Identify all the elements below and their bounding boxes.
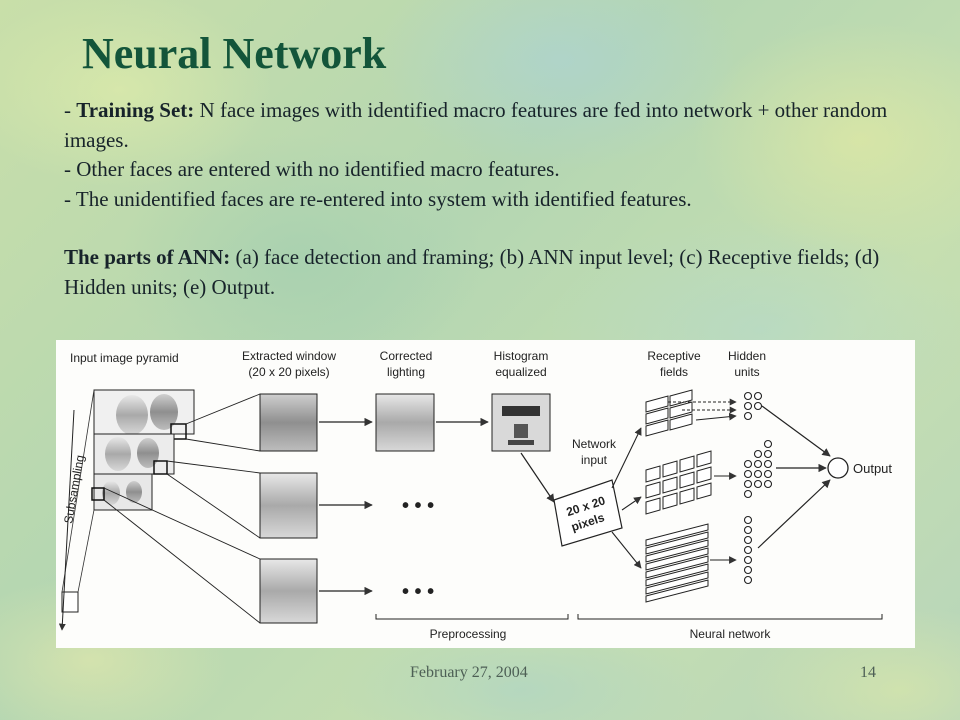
ann-pipeline-diagram: Input image pyramid Extracted window (20… bbox=[58, 349, 892, 641]
footer-page-number: 14 bbox=[860, 664, 876, 681]
ann-parts-paragraph: The parts of ANN: (a) face detection and… bbox=[64, 243, 924, 302]
footer-date: February 27, 2004 bbox=[410, 664, 528, 681]
ann-pipeline-figure: Input image pyramid Extracted window (20… bbox=[56, 340, 915, 648]
scan-window bbox=[91, 487, 105, 501]
bullet-dash: - bbox=[64, 186, 76, 211]
label-input: input bbox=[581, 453, 608, 467]
label-corrected: Corrected bbox=[380, 349, 433, 363]
face-icon bbox=[102, 481, 120, 505]
dashed-connections bbox=[668, 398, 737, 414]
eyes-band bbox=[502, 406, 540, 416]
label-extracted-window-size: (20 x 20 pixels) bbox=[248, 365, 329, 379]
output-node bbox=[827, 457, 849, 479]
receptive-fields-middle bbox=[645, 450, 712, 515]
arrow bbox=[611, 531, 642, 569]
face-icon bbox=[105, 437, 131, 471]
arrow bbox=[611, 427, 642, 489]
projection-lines bbox=[103, 393, 261, 624]
face-icon bbox=[137, 438, 159, 468]
scan-window bbox=[170, 423, 187, 440]
preprocessing-bracket bbox=[375, 614, 569, 620]
ann-parts-text: (a) face detection and framing; (b) ANN … bbox=[64, 245, 880, 299]
network-input-plane bbox=[553, 479, 623, 547]
label-output: Output bbox=[853, 461, 892, 476]
bullet-reentered: - The unidentified faces are re-entered … bbox=[64, 185, 924, 215]
label-hidden: Hidden bbox=[728, 349, 766, 363]
receptive-fields-top bbox=[645, 389, 693, 437]
corrected-lighting-window bbox=[375, 393, 435, 452]
label-subsampling: Subsampling bbox=[61, 454, 87, 525]
label-equalized: equalized bbox=[495, 365, 546, 379]
pyramid-level-smallest bbox=[61, 591, 79, 613]
arrow-to-output bbox=[757, 479, 831, 549]
label-extracted-window: Extracted window bbox=[242, 349, 336, 363]
arrow bbox=[621, 496, 642, 511]
extracted-window-2 bbox=[259, 472, 318, 539]
arrow bbox=[695, 412, 737, 421]
nose-band bbox=[514, 424, 528, 438]
hidden-units-top bbox=[743, 391, 763, 421]
bullet-other-faces: - Other faces are entered with no identi… bbox=[64, 155, 924, 185]
bullet-text: The unidentified faces are re-entered in… bbox=[75, 186, 692, 211]
bullet-text: N face images with identified macro feat… bbox=[64, 98, 888, 152]
image-pyramid: Subsampling bbox=[58, 389, 195, 631]
label-units: units bbox=[734, 365, 759, 379]
slide-body: - Training Set: N face images with ident… bbox=[64, 96, 924, 302]
label-input-pyramid: Input image pyramid bbox=[70, 351, 179, 365]
label-lighting: lighting bbox=[387, 365, 425, 379]
ellipsis: • • • bbox=[402, 581, 434, 603]
ellipsis: • • • bbox=[402, 495, 434, 517]
face-icon bbox=[126, 481, 142, 503]
mouth-band bbox=[508, 440, 534, 445]
bullet-label: Training Set: bbox=[76, 98, 195, 122]
hidden-units-middle bbox=[743, 439, 773, 499]
arrow-to-network-input bbox=[520, 452, 555, 503]
label-preprocessing: Preprocessing bbox=[430, 627, 507, 641]
label-network: Network bbox=[572, 437, 617, 451]
label-neural-network: Neural network bbox=[690, 627, 772, 641]
bullet-dash: - bbox=[64, 157, 77, 181]
face-icon bbox=[116, 395, 148, 435]
label-fields: fields bbox=[660, 365, 688, 379]
hidden-units-bottom bbox=[743, 515, 753, 585]
face-icon bbox=[150, 394, 178, 430]
arrow-to-output bbox=[761, 405, 831, 457]
neural-network-bracket bbox=[577, 614, 883, 620]
label-histogram: Histogram bbox=[494, 349, 549, 363]
extracted-window-3 bbox=[259, 558, 318, 624]
extracted-window-1 bbox=[259, 393, 318, 452]
bullet-training-set: - Training Set: N face images with ident… bbox=[64, 96, 924, 155]
receptive-fields-bottom bbox=[645, 523, 709, 603]
label-receptive: Receptive bbox=[647, 349, 701, 363]
bullet-dash: - bbox=[64, 98, 77, 122]
scan-window bbox=[153, 460, 168, 475]
bullet-text: Other faces are entered with no identifi… bbox=[76, 157, 560, 181]
slide-title: Neural Network bbox=[82, 29, 387, 78]
subsampling-arrow bbox=[58, 409, 75, 631]
ann-parts-label: The parts of ANN: bbox=[64, 245, 231, 269]
